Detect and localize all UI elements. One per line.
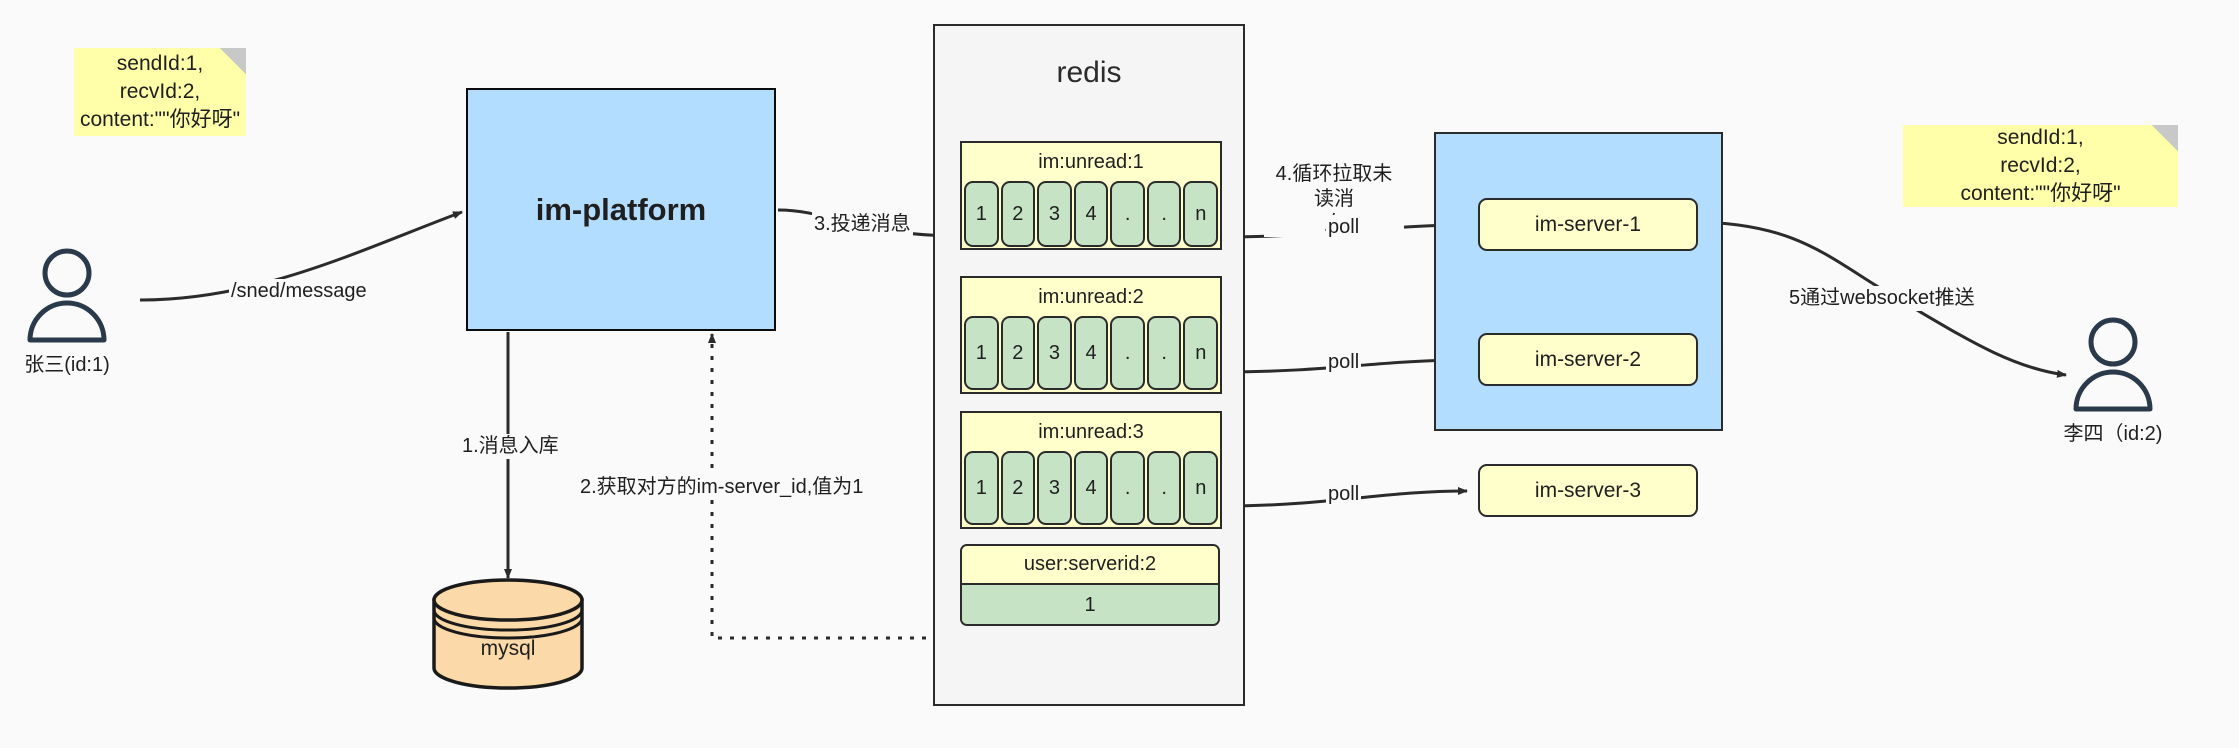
node-im-server-1-label: im-server-1 (1534, 212, 1642, 236)
actor-sender: 张三(id:1) (22, 248, 112, 376)
actor-receiver-label: 李四（id:2) (2063, 423, 2163, 445)
redis-queue-2[interactable]: im:unread:3 1 2 3 4 . . n (960, 411, 1222, 529)
redis-queue-2-cells: 1 2 3 4 . . n (962, 451, 1220, 528)
queue-cell: . (1146, 181, 1182, 247)
edge-label-poll-3: poll (1326, 482, 1362, 507)
queue-cell: n (1183, 316, 1219, 390)
edge-label-poll-2: poll (1326, 350, 1362, 375)
queue-cell: . (1110, 181, 1145, 247)
queue-cell: n (1183, 181, 1219, 247)
redis-queue-1[interactable]: im:unread:2 1 2 3 4 . . n (960, 276, 1222, 394)
node-redis-container: redis im:unread:1 1 2 3 4 . . n im:unrea… (933, 24, 1245, 706)
person-icon (27, 248, 107, 343)
node-im-server-2-label: im-server-2 (1534, 347, 1642, 371)
queue-cell: 3 (1037, 451, 1072, 525)
node-im-server-3-label: im-server-3 (1534, 478, 1642, 502)
redis-queue-1-cells: 1 2 3 4 . . n (962, 316, 1220, 393)
queue-cell: 4 (1073, 181, 1109, 247)
edge-label-step2: 2.获取对方的im-server_id,值为1 (578, 475, 866, 500)
queue-cell: . (1146, 316, 1182, 390)
queue-cell: 1 (964, 451, 999, 525)
queue-cell: 1 (964, 316, 999, 390)
actor-receiver: 李四（id:2) (2064, 317, 2162, 445)
queue-cell: 2 (1000, 451, 1036, 525)
redis-queue-0[interactable]: im:unread:1 1 2 3 4 . . n (960, 141, 1222, 250)
edge-label-poll-1: poll (1326, 215, 1362, 240)
node-servers-container (1434, 132, 1723, 431)
edge-label-step5: 5通过websocket推送 (1787, 286, 1977, 311)
note-fold-icon (220, 48, 246, 74)
node-redis-title: redis (1056, 56, 1122, 89)
redis-queue-0-key: im:unread:1 (1038, 151, 1144, 173)
redis-kv-key: user:serverid:2 (962, 546, 1218, 583)
note-left-text: sendId:1, recvId:2, content:""你好呀" (79, 52, 241, 131)
node-mysql-label: mysql (480, 637, 536, 660)
person-icon (2073, 317, 2153, 412)
node-im-server-2[interactable]: im-server-2 (1478, 333, 1698, 386)
queue-cell: 2 (1000, 181, 1036, 247)
redis-queue-2-key: im:unread:3 (1038, 421, 1144, 443)
node-im-server-3[interactable]: im-server-3 (1478, 464, 1698, 517)
note-fold-icon (2152, 125, 2178, 151)
database-cylinder-icon (432, 578, 584, 690)
actor-sender-label: 张三(id:1) (24, 354, 110, 376)
queue-cell: 3 (1037, 181, 1072, 247)
note-left: sendId:1, recvId:2, content:""你好呀" (74, 48, 246, 136)
node-im-platform-label: im-platform (535, 191, 707, 227)
queue-cell: . (1146, 451, 1182, 525)
node-im-platform[interactable]: im-platform (466, 88, 776, 331)
queue-cell: 4 (1073, 451, 1109, 525)
edge-label-step3: 3.投递消息 (812, 212, 913, 237)
redis-kv-value: 1 (962, 583, 1218, 624)
queue-cell: 1 (964, 181, 999, 247)
edge-label-send-message: /sned/message (229, 279, 369, 304)
redis-queue-1-key: im:unread:2 (1038, 286, 1144, 308)
redis-kv-user-serverid[interactable]: user:serverid:2 1 (960, 544, 1220, 626)
note-right: sendId:1, recvId:2, content:""你好呀" (1903, 125, 2178, 207)
queue-cell: 3 (1037, 316, 1072, 390)
note-right-text: sendId:1, recvId:2, content:""你好呀" (1960, 126, 2121, 205)
queue-cell: n (1183, 451, 1219, 525)
node-mysql[interactable]: mysql (430, 578, 586, 690)
node-im-server-1[interactable]: im-server-1 (1478, 198, 1698, 251)
queue-cell: . (1110, 316, 1145, 390)
queue-cell: . (1110, 451, 1145, 525)
queue-cell: 2 (1000, 316, 1036, 390)
redis-queue-0-cells: 1 2 3 4 . . n (962, 181, 1220, 250)
edge-label-step1: 1.消息入库 (460, 434, 561, 459)
queue-cell: 4 (1073, 316, 1109, 390)
